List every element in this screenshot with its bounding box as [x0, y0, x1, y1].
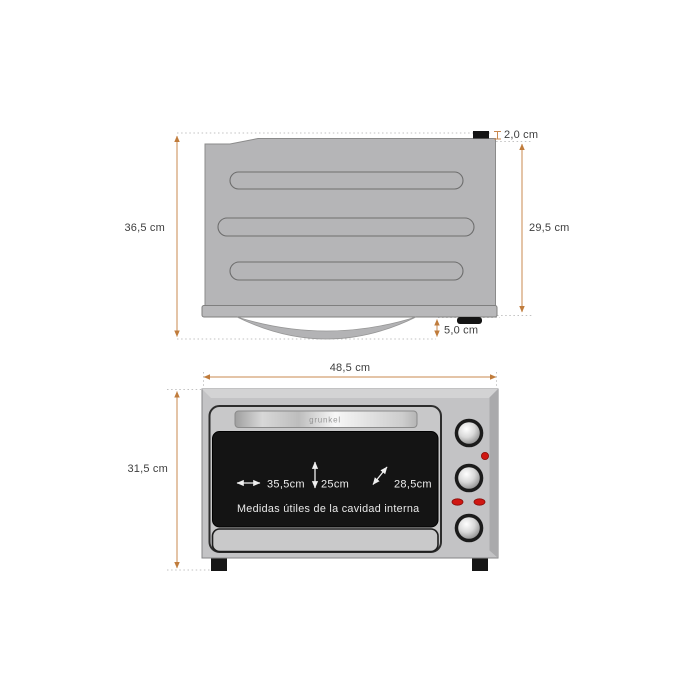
- top-view-diagram: 36,5 cm 2,0 cm 29,5 cm 5,0 cm: [124, 129, 570, 340]
- oven-foot-right: [472, 557, 488, 571]
- vent-slot-1: [229, 171, 464, 190]
- dim-line-top-clearance: [494, 131, 501, 140]
- label-cavity-height: 25cm: [321, 479, 349, 491]
- label-width: 48,5 cm: [330, 362, 371, 374]
- cavity-depth-arrow-icon: [372, 466, 388, 485]
- knob-bottom: [454, 513, 484, 543]
- door-handle-top-view: [236, 316, 417, 340]
- label-handle-clearance: 5,0 cm: [444, 325, 478, 337]
- front-view-diagram: 48,5 cm 31,5 cm grunkel 35,5cm 25cm 28,5…: [127, 362, 499, 571]
- label-total-height: 36,5 cm: [124, 222, 165, 234]
- vent-slot-2: [217, 217, 475, 237]
- label-cavity-width: 35,5cm: [267, 479, 305, 491]
- label-top-clearance: 2,0 cm: [504, 129, 538, 141]
- label-cavity-depth: 28,5cm: [394, 479, 432, 491]
- door-handle: [234, 410, 418, 428]
- oven-right-face: [489, 389, 498, 558]
- knob-top: [454, 418, 484, 448]
- indicator-light-right: [473, 498, 486, 506]
- vent-slot-3: [229, 261, 464, 281]
- oven-top-face: [202, 389, 498, 398]
- back-spacer-bumper: [473, 131, 489, 139]
- door-lower-panel: [211, 528, 439, 553]
- label-body-height: 29,5 cm: [529, 222, 570, 234]
- front-bumper: [457, 317, 482, 324]
- brand-logo: grunkel: [309, 416, 341, 425]
- oven-foot-left: [211, 557, 227, 571]
- cavity-caption: Medidas útiles de la cavidad interna: [237, 503, 419, 515]
- power-indicator-light: [480, 451, 489, 460]
- label-height: 31,5 cm: [127, 463, 168, 475]
- top-view-front-edge: [201, 305, 498, 318]
- knob-middle: [454, 463, 484, 493]
- indicator-light-left: [451, 498, 464, 506]
- door-window: [212, 431, 439, 528]
